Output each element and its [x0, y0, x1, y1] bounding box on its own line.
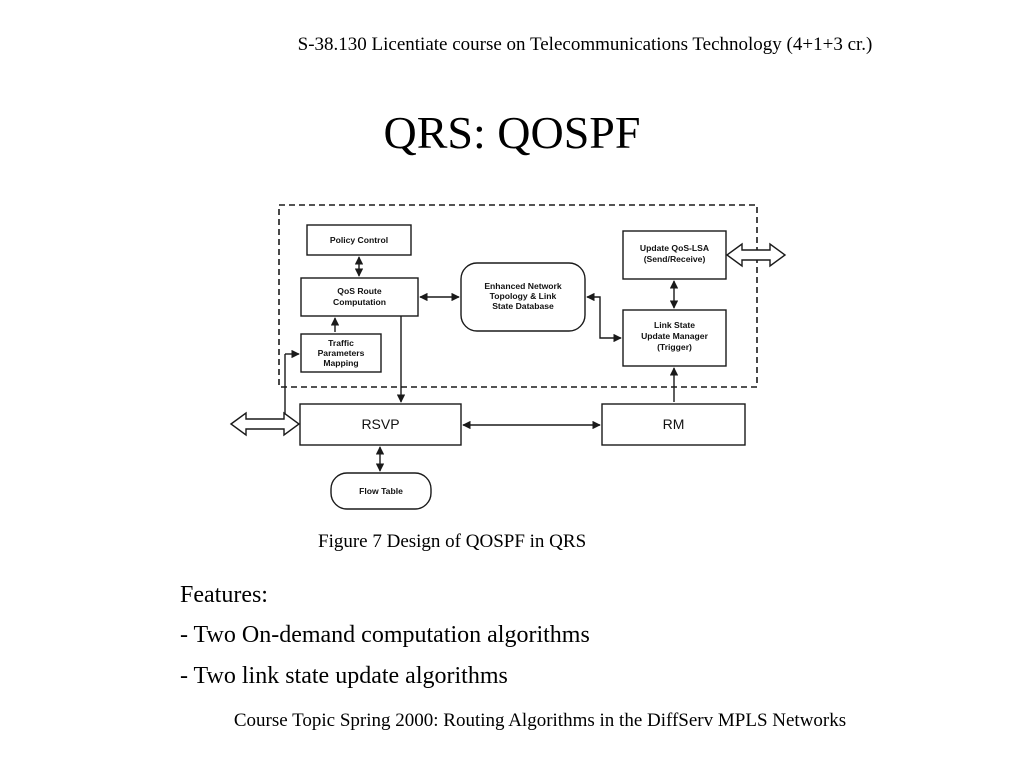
- traffic-label-1: Traffic: [328, 338, 354, 348]
- traffic-parameters-mapping-box: [300, 333, 382, 373]
- feature-item: - Two On-demand computation algorithms: [180, 622, 590, 648]
- traffic-label-3: Mapping: [323, 358, 358, 368]
- rsvp-label: RSVP: [361, 416, 399, 432]
- rsvp-external-double-arrow: [229, 411, 301, 437]
- qos-route-label-1: QoS Route: [337, 286, 382, 296]
- course-header: S-38.130 Licentiate course on Telecommun…: [297, 34, 873, 55]
- qos-route-label-2: Computation: [333, 297, 386, 307]
- rsvp-box: [299, 403, 462, 446]
- features-heading: Features:: [180, 582, 268, 608]
- link-state-update-manager-box: [622, 309, 727, 367]
- flow-table-label: Flow Table: [359, 486, 403, 496]
- slide-title: QRS: QOSPF: [383, 107, 641, 158]
- rm-box: [601, 403, 746, 446]
- update-lsa-label-2: (Send/Receive): [644, 254, 706, 264]
- enhanced-label-2: Topology & Link: [490, 291, 557, 301]
- traffic-label-2: Parameters: [318, 348, 365, 358]
- lsum-label-3: (Trigger): [657, 342, 692, 352]
- flow-table-box: [330, 472, 432, 510]
- lsum-label-2: Update Manager: [641, 331, 709, 341]
- feature-item: - Two link state update algorithms: [180, 663, 508, 689]
- enhanced-label-3: State Database: [492, 301, 554, 311]
- enhanced-network-topology-box: [460, 262, 586, 332]
- rm-label: RM: [663, 416, 685, 432]
- policy-control-box: [306, 224, 412, 256]
- enhanced-lsum-arrow: [586, 292, 622, 343]
- lsum-label-1: Link State: [654, 320, 695, 330]
- policy-control-label: Policy Control: [330, 235, 388, 245]
- qos-route-computation-box: [300, 277, 419, 317]
- figure-caption: Figure 7 Design of QOSPF in QRS: [318, 531, 587, 552]
- update-qos-lsa-box: [622, 230, 727, 280]
- course-footer: Course Topic Spring 2000: Routing Algori…: [233, 710, 847, 731]
- enhanced-label-1: Enhanced Network: [484, 281, 562, 291]
- update-lsa-label-1: Update QoS-LSA: [640, 243, 709, 253]
- lsa-external-double-arrow: [725, 242, 787, 268]
